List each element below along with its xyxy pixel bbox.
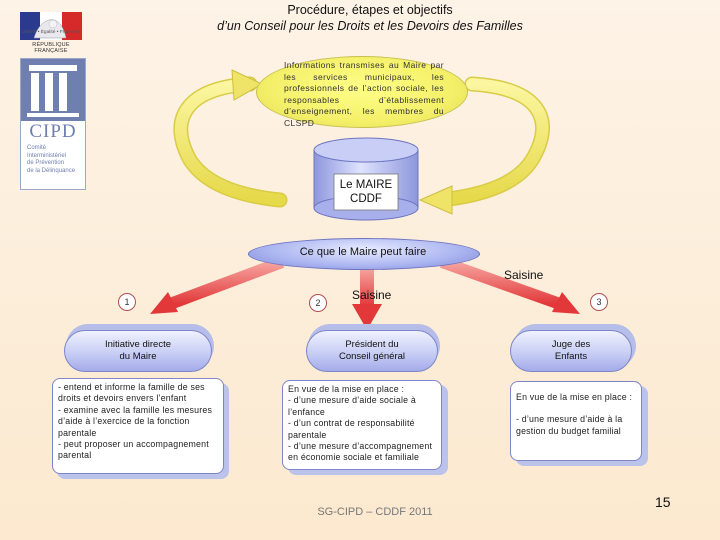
red-arrow-right [439,256,563,310]
detail-line: parental [58,450,92,461]
cipd-line: de la Délinquance [27,167,76,174]
title-line-1: Procédure, étapes et objectifs [287,3,453,17]
cipd-caption: Comité Interministériel de Prévention de… [27,145,83,175]
detail-line: - d’une mesure d’accompagnement [288,441,433,452]
maire-cddf-label: Le MAIRE CDDF [316,178,416,206]
page-number: 15 [655,494,671,510]
republique-francaise-logo [20,12,82,40]
left-yellow-arrow-inner [175,78,286,206]
detail-line: - d’une mesure d’aide sociale à [288,395,416,406]
rf-label: RÉPUBLIQUE FRANÇAISE [32,42,70,54]
cipd-logo: CIPD Comité Interministériel de Préventi… [20,58,86,190]
initiative-details-box: - entend et informe la famille de ses dr… [52,378,224,474]
right-yellow-arrow-inner [434,78,549,206]
saisine-middle-label: Saisine [352,288,392,302]
red-arrow-middle [360,268,374,306]
cddf-label: CDDF [350,193,382,205]
pill-line: du Maire [119,351,157,362]
rf-tagline: Liberté • Égalité • Fraternité [21,30,81,35]
detail-line: parentale [58,427,97,438]
red-arrow-left [167,256,285,310]
info-text: Informations transmises au Maire par les… [284,60,444,128]
pill-line: Président du [345,339,399,350]
conseil-general-pill: Président du Conseil général [306,330,438,372]
detail-line: parentale [288,429,327,440]
cipd-line: Comité [27,145,47,151]
detail-line: - d’une mesure d’aide à la [516,414,623,425]
detail-line: - examine avec la famille les mesures [58,404,213,415]
cipd-acronym: CIPD [29,121,77,142]
red-arrowhead-middle [352,304,382,330]
detail-line: En vue de la mise en place : [288,384,405,394]
left-yellow-arrowhead [231,69,264,101]
title-line-2: d’un Conseil pour les Droits et les Devo… [217,19,523,33]
detail-line: - d’un contrat de responsabilité [288,418,415,429]
page-title: Procédure, étapes et objectifs d’un Cons… [150,2,590,34]
cylinder-top [313,137,419,163]
detail-line [516,403,636,414]
conseil-general-details-box: En vue de la mise en place : - d’une mes… [282,380,442,470]
detail-line: En vue de la mise en place : [516,392,633,402]
info-ellipse [256,56,468,128]
actions-ellipse-label: Ce que le Maire peut faire [299,246,427,258]
pill-line: Juge des [551,339,591,350]
cylinder-label-box [333,173,399,211]
detail-line: droits et devoirs envers l’enfant [58,393,187,404]
juge-enfants-details-box: En vue de la mise en place : - d’une mes… [510,381,642,461]
step-number-2: 2 [309,294,327,312]
detail-line: en économie sociale et familiale [288,452,420,463]
columns-icon [21,59,85,121]
detail-line: - entend et informe la famille de ses [58,382,205,392]
step-number-3: 3 [590,293,608,311]
initiative-pill: Initiative directe du Maire [64,330,212,372]
step-number-1: 1 [118,293,136,311]
red-arrowhead-right [552,292,580,314]
pill-line: Enfants [554,351,588,362]
detail-line: - peut proposer un accompagnement [58,439,209,450]
detail-line: gestion du budget familial [516,425,621,436]
pill-line: Initiative directe [104,339,171,350]
detail-line: d’aide à l’exercice de la fonction [58,416,190,427]
red-arrowhead-left [150,292,178,314]
juge-enfants-pill: Juge des Enfants [510,330,632,372]
actions-ellipse [248,238,480,270]
pill-line: Conseil général [338,351,405,362]
cipd-line: de Prévention [27,160,65,167]
cipd-line: Interministériel [27,152,67,159]
footer-text: SG-CIPD – CDDF 2011 [317,506,433,518]
right-yellow-arrowhead [418,185,453,215]
detail-line: l’enfance [288,406,326,417]
maire-label: Le MAIRE [339,179,393,191]
saisine-right-label: Saisine [504,268,544,282]
